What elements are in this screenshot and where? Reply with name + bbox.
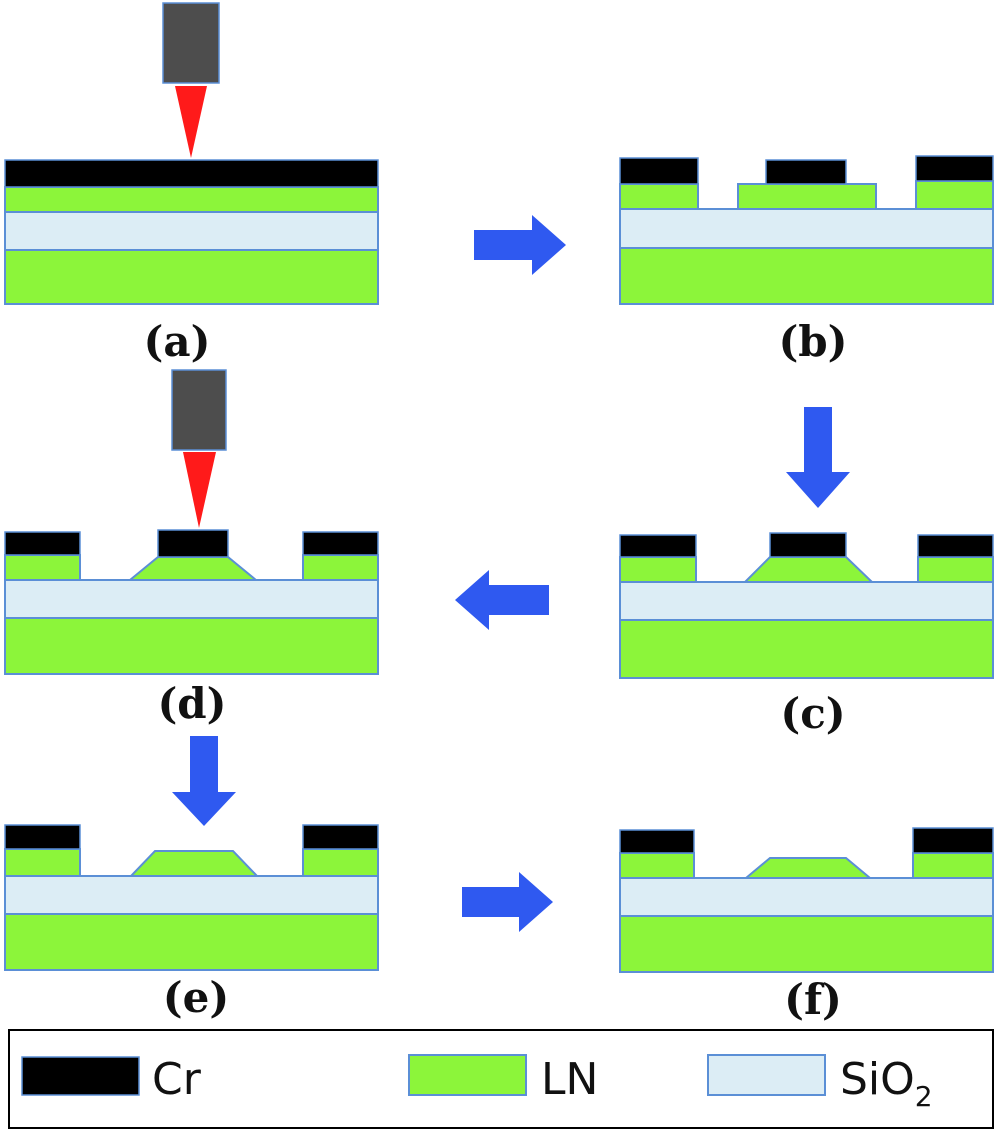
ln-block-center bbox=[737, 183, 877, 210]
panel-d: (d) bbox=[4, 369, 379, 728]
cr-mask-right bbox=[302, 531, 379, 556]
laser-head-icon bbox=[171, 369, 227, 451]
arrow-down-icon bbox=[172, 736, 236, 826]
cr-mask-left bbox=[4, 824, 81, 850]
ln-substrate bbox=[619, 247, 994, 305]
legend-label-cr: Cr bbox=[152, 1054, 202, 1105]
sio2-layer bbox=[4, 875, 379, 915]
ln-thin-film bbox=[4, 186, 379, 213]
ln-substrate bbox=[4, 617, 379, 675]
arrow-down-icon bbox=[786, 407, 850, 508]
panel-a: (a) bbox=[4, 2, 379, 366]
legend-label-sio2-main: SiO bbox=[840, 1054, 915, 1105]
legend-swatch-sio2 bbox=[707, 1054, 826, 1096]
cr-mask-layer bbox=[4, 159, 379, 188]
ln-block-right bbox=[302, 848, 379, 877]
panel-b: (b) bbox=[619, 155, 994, 366]
cr-mask-left bbox=[619, 534, 697, 558]
sio2-layer bbox=[4, 211, 379, 251]
ln-substrate bbox=[619, 915, 994, 973]
ln-block-left bbox=[4, 848, 81, 877]
cr-mask-center bbox=[157, 529, 229, 558]
ln-substrate bbox=[619, 619, 994, 679]
legend-swatch-cr bbox=[21, 1056, 140, 1096]
panel-label-b: (b) bbox=[778, 317, 847, 366]
panel-c: (c) bbox=[619, 532, 994, 738]
panel-f: (f) bbox=[619, 827, 994, 1024]
sio2-layer bbox=[4, 579, 379, 619]
ln-block-left bbox=[4, 554, 81, 581]
ln-block-left bbox=[619, 556, 697, 583]
panel-label-a: (a) bbox=[144, 317, 211, 366]
panel-label-f: (f) bbox=[784, 975, 842, 1024]
ln-block-right bbox=[917, 556, 994, 583]
ln-ridge-waveguide bbox=[742, 556, 875, 583]
sio2-layer bbox=[619, 877, 994, 917]
ln-substrate bbox=[4, 249, 379, 305]
legend-label-ln: LN bbox=[541, 1054, 598, 1105]
cr-mask-right bbox=[912, 827, 994, 854]
ln-block-right bbox=[302, 554, 379, 581]
ln-block-left bbox=[619, 852, 695, 879]
cr-mask-right bbox=[917, 534, 994, 558]
ln-ridge-waveguide bbox=[127, 556, 259, 581]
ln-ridge-waveguide bbox=[128, 850, 260, 877]
sio2-layer bbox=[619, 581, 994, 621]
laser-beam-icon bbox=[175, 86, 207, 158]
sio2-layer bbox=[619, 208, 994, 249]
ln-ridge-waveguide bbox=[743, 857, 873, 879]
panel-label-d: (d) bbox=[157, 679, 226, 728]
legend-label-sio2-subscript: 2 bbox=[915, 1080, 933, 1113]
cr-mask-right bbox=[302, 824, 379, 850]
ln-substrate bbox=[4, 913, 379, 971]
cr-mask-left bbox=[619, 157, 699, 185]
cr-mask-left bbox=[619, 829, 695, 854]
legend-swatch-ln bbox=[408, 1054, 527, 1096]
legend: Cr LN SiO2 bbox=[8, 1029, 994, 1129]
cr-mask-right bbox=[915, 155, 994, 182]
laser-head-icon bbox=[162, 2, 220, 84]
cr-mask-center bbox=[769, 532, 847, 558]
arrow-right-icon bbox=[462, 872, 553, 932]
panel-label-e: (e) bbox=[163, 973, 229, 1022]
ln-block-left bbox=[619, 183, 699, 210]
panel-label-c: (c) bbox=[780, 689, 845, 738]
laser-beam-icon bbox=[183, 452, 216, 528]
cr-mask-left bbox=[4, 531, 81, 556]
legend-label-sio2: SiO2 bbox=[840, 1054, 933, 1113]
panel-e: (e) bbox=[4, 824, 379, 1022]
arrow-left-icon bbox=[455, 570, 549, 630]
ln-block-right bbox=[912, 852, 994, 879]
cr-mask-center bbox=[765, 159, 847, 185]
arrow-right-icon bbox=[474, 215, 566, 275]
ln-block-right bbox=[915, 180, 994, 210]
